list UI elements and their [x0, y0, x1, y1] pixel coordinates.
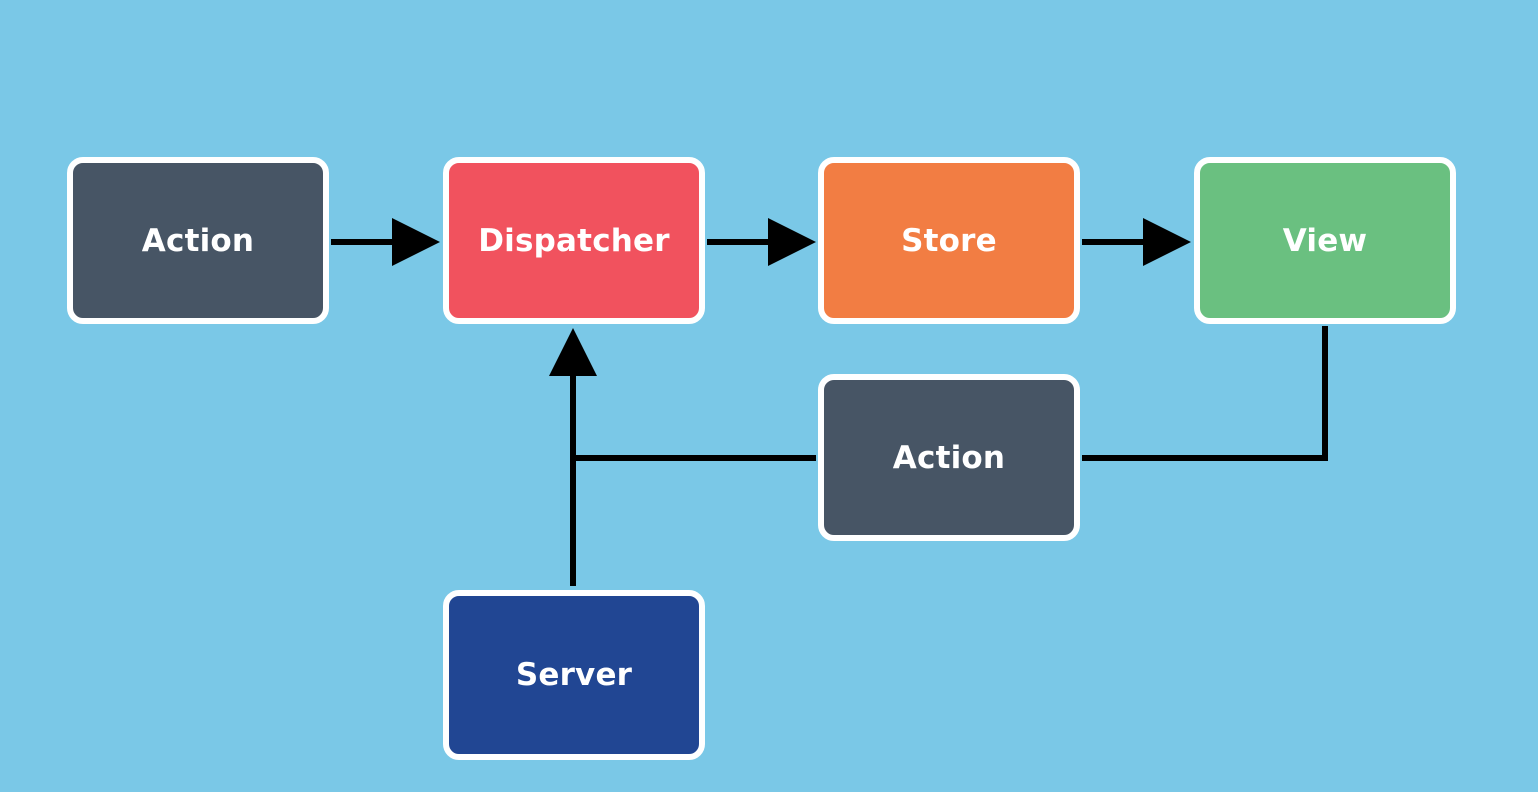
dispatcher-node-label: Dispatcher	[478, 222, 670, 259]
line-view-to-action	[1082, 326, 1328, 461]
action-node-top-label: Action	[141, 222, 255, 259]
store-node: Store	[818, 157, 1080, 324]
server-node: Server	[443, 590, 705, 760]
view-node-label: View	[1282, 222, 1368, 259]
action-node-feedback: Action	[818, 374, 1080, 541]
view-node: View	[1194, 157, 1456, 324]
dispatcher-node: Dispatcher	[443, 157, 705, 324]
store-node-label: Store	[901, 222, 997, 259]
action-node-feedback-label: Action	[892, 439, 1006, 476]
server-node-label: Server	[515, 657, 633, 693]
action-node-top: Action	[67, 157, 329, 324]
